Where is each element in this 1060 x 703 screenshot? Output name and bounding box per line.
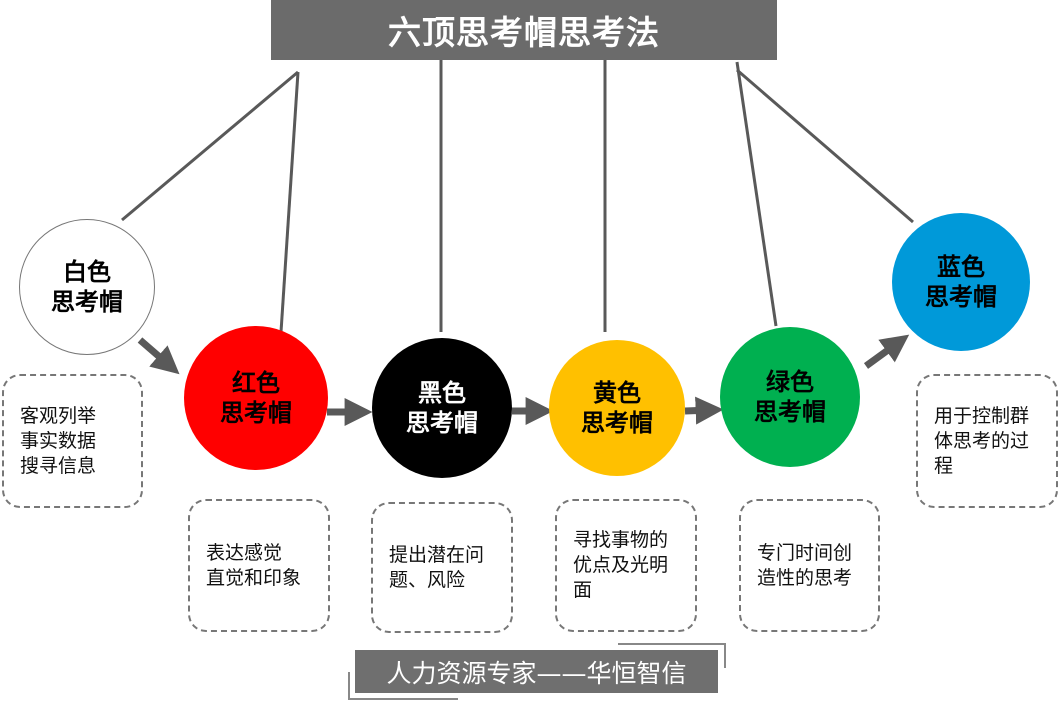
desc-line: 表达感觉 xyxy=(206,541,283,564)
connector-line xyxy=(121,70,299,222)
flow-arrow xyxy=(137,337,180,375)
diagram-title: 六顶思考帽思考法 xyxy=(271,0,777,60)
yellow-hat-description: 寻找事物的 优点及光明 面 xyxy=(555,499,697,632)
hat-label: 思考帽 xyxy=(754,398,826,426)
blue-hat-description: 用于控制群 体思考的过 程 xyxy=(916,374,1058,508)
hat-label: 黄色 xyxy=(593,379,641,407)
desc-line: 专门时间创 xyxy=(757,541,853,564)
connector-line xyxy=(735,61,778,327)
red-hat-circle: 红色 思考帽 xyxy=(184,326,328,470)
black-hat-circle: 黑色 思考帽 xyxy=(372,338,512,478)
footer-corner-line xyxy=(618,643,726,645)
desc-line: 程 xyxy=(934,454,954,477)
desc-line: 客观列举 xyxy=(20,404,97,427)
hat-label: 思考帽 xyxy=(406,409,478,437)
footer-corner-line xyxy=(724,643,726,668)
desc-line: 直觉和印象 xyxy=(206,566,302,589)
desc-line: 事实数据 xyxy=(20,429,97,452)
green-hat-circle: 绿色 思考帽 xyxy=(720,327,860,467)
desc-line: 提出潜在问 xyxy=(389,543,485,566)
white-hat-description: 客观列举 事实数据 搜寻信息 xyxy=(2,374,143,508)
connector-line xyxy=(736,68,914,224)
desc-line: 题、风险 xyxy=(389,568,466,591)
desc-line: 寻找事物的 xyxy=(573,529,669,551)
blue-hat-circle: 蓝色 思考帽 xyxy=(892,213,1030,351)
hat-label: 思考帽 xyxy=(51,288,123,316)
footer-label: 人力资源专家——华恒智信 xyxy=(355,650,718,693)
footer-corner-line xyxy=(348,698,458,700)
connector-line xyxy=(279,71,300,333)
flow-arrow xyxy=(684,396,724,425)
desc-line: 体思考的过 xyxy=(934,429,1030,452)
hat-label: 红色 xyxy=(232,369,280,397)
red-hat-description: 表达感觉 直觉和印象 xyxy=(188,499,330,632)
desc-line: 造性的思考 xyxy=(757,566,853,589)
hat-label: 蓝色 xyxy=(937,253,985,281)
hat-label: 思考帽 xyxy=(220,399,292,427)
desc-line: 用于控制群 xyxy=(934,404,1030,427)
black-hat-description: 提出潜在问 题、风险 xyxy=(371,502,513,633)
flow-arrow xyxy=(863,334,910,369)
hat-label: 白色 xyxy=(63,258,111,286)
hat-label: 思考帽 xyxy=(581,409,653,437)
desc-line: 优点及光明 xyxy=(573,554,669,576)
green-hat-description: 专门时间创 造性的思考 xyxy=(739,499,880,632)
white-hat-circle: 白色 思考帽 xyxy=(19,219,155,355)
desc-line: 面 xyxy=(573,579,593,601)
desc-line: 搜寻信息 xyxy=(20,454,97,477)
footer-corner-line xyxy=(348,672,350,699)
hat-label: 绿色 xyxy=(766,368,814,396)
hat-label: 黑色 xyxy=(418,379,466,407)
yellow-hat-circle: 黄色 思考帽 xyxy=(549,340,685,476)
hat-label: 思考帽 xyxy=(925,283,997,311)
